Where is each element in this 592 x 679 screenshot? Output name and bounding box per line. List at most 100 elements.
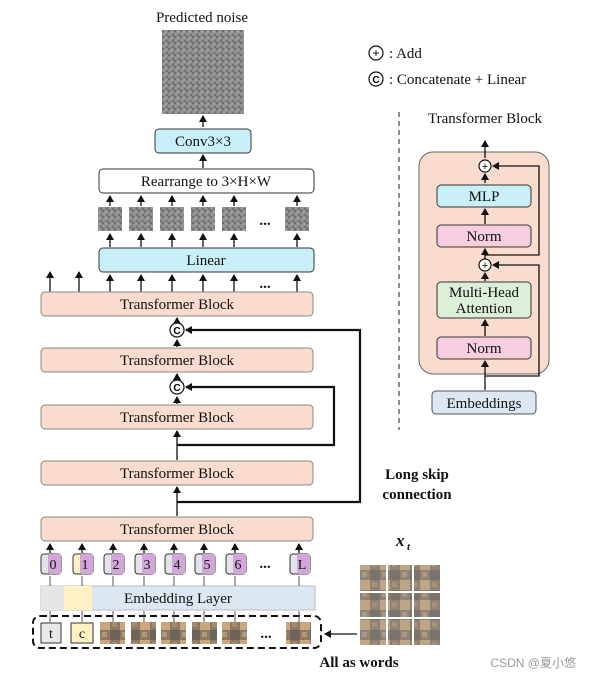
detail-norm-top-label: Norm <box>467 229 502 245</box>
patch-arrows <box>106 195 301 206</box>
output-patch <box>191 207 215 231</box>
noisy-image-xt <box>360 565 440 645</box>
output-patch <box>222 207 246 231</box>
concat-icon <box>368 71 384 87</box>
token-arrows <box>46 543 303 553</box>
linear-label: Linear <box>186 253 225 269</box>
svg-text:6: 6 <box>235 558 242 573</box>
detail-norm-bottom <box>436 336 532 360</box>
detail-title: Transformer Block <box>428 111 543 127</box>
svg-text:0: 0 <box>50 558 57 573</box>
input-words-box <box>32 615 322 649</box>
detail-mlp-label: MLP <box>469 189 500 205</box>
concat-icon-symbol: C <box>372 75 379 86</box>
detail-norm-top <box>436 224 532 248</box>
detail-embeddings <box>431 390 537 415</box>
skip-connection-inner <box>177 383 336 447</box>
embedding-connectors <box>49 576 300 586</box>
position-token-5: 5 <box>194 553 216 575</box>
input-connectors <box>49 611 300 622</box>
svg-text:3: 3 <box>144 558 151 573</box>
detail-norm-bottom-label: Norm <box>467 341 502 357</box>
position-token-2: 2 <box>103 553 125 575</box>
legend-concat-label: : Concatenate + Linear <box>389 72 526 88</box>
detail-attention <box>436 281 532 319</box>
position-token-3: 3 <box>134 553 156 575</box>
output-patch <box>160 207 184 231</box>
image-patch-token <box>286 622 311 644</box>
top-block-output-arrows <box>46 271 301 292</box>
detail-attention-line1: Multi-Head <box>449 285 519 301</box>
transformer-block-3 <box>40 404 314 430</box>
predicted-noise-image <box>162 30 244 114</box>
detail-add-node-top <box>478 159 492 173</box>
image-patch-token <box>131 622 156 644</box>
condition-token-label: c <box>79 627 85 642</box>
embedding-layer-label: Embedding Layer <box>124 591 232 607</box>
concat-node-1-symbol: C <box>173 326 180 337</box>
linear-block <box>98 247 315 273</box>
rearrange-block <box>98 168 315 194</box>
concat-node-2-symbol: C <box>173 383 180 394</box>
xt-subscript: t <box>407 541 411 553</box>
image-patch-token <box>222 622 247 644</box>
concat-node-2 <box>169 379 185 395</box>
position-token-L: L <box>289 553 311 575</box>
output-patch <box>98 207 122 231</box>
add-icon <box>368 45 384 61</box>
svg-text:2: 2 <box>113 558 120 573</box>
detail-attention-line2: Attention <box>456 301 513 317</box>
image-patch-token <box>192 622 217 644</box>
svg-text:L: L <box>298 558 307 573</box>
concat-node-1 <box>169 322 185 338</box>
legend-add-label: : Add <box>389 46 422 62</box>
transformer-block-1-label: Transformer Block <box>120 522 235 538</box>
position-token-6: 6 <box>225 553 247 575</box>
conv-block <box>154 128 252 154</box>
skip-connection-outer <box>177 326 362 504</box>
output-patch <box>285 207 309 231</box>
all-as-words-label: All as words <box>319 655 398 671</box>
transformer-block-4-label: Transformer Block <box>120 353 235 369</box>
input-tokens-ellipsis: ... <box>260 626 272 642</box>
position-token-1: 1 <box>72 553 94 575</box>
xt-label: x <box>395 531 405 550</box>
position-tokens-ellipsis: ... <box>259 556 271 572</box>
condition-token <box>70 622 94 644</box>
output-patch <box>129 207 153 231</box>
top-block-ellipsis: ... <box>259 276 271 292</box>
rearrange-label: Rearrange to 3×H×W <box>141 174 272 190</box>
watermark: CSDN @夏小悠 <box>490 655 576 670</box>
detail-mlp <box>436 184 532 208</box>
position-token-0: 0 <box>40 553 62 575</box>
add-icon-symbol: + <box>372 46 379 60</box>
svg-text:4: 4 <box>174 558 181 573</box>
embedding-layer-t-slot <box>41 586 64 610</box>
detail-embeddings-label: Embeddings <box>447 396 522 412</box>
transformer-block-5-label: Transformer Block <box>120 297 235 313</box>
position-tokens: 0 1 2 3 4 5 6 <box>40 553 311 575</box>
transformer-block-5 <box>40 291 314 317</box>
svg-text:5: 5 <box>204 558 211 573</box>
detail-residual-lower <box>485 261 540 377</box>
legend: + : Add C : Concatenate + Linear <box>368 45 526 88</box>
image-patch-token <box>161 622 186 644</box>
detail-add-node-middle <box>478 258 492 272</box>
transformer-block-4 <box>40 347 314 373</box>
time-token-label: t <box>49 627 53 642</box>
conv-label: Conv3×3 <box>175 134 231 150</box>
svg-text:+: + <box>482 161 488 173</box>
image-patch-token <box>100 622 125 644</box>
long-skip-label-line2: connection <box>382 487 452 503</box>
position-token-4: 4 <box>164 553 186 575</box>
detail-residual-upper <box>485 162 540 256</box>
svg-text:1: 1 <box>82 558 89 573</box>
embedding-layer-c-slot <box>64 586 92 610</box>
predicted-noise-label: Predicted noise <box>156 10 248 26</box>
svg-text:+: + <box>482 260 488 272</box>
patches-ellipsis: ... <box>259 213 271 229</box>
transformer-block-2 <box>40 460 314 486</box>
long-skip-label-line1: Long skip <box>385 467 449 483</box>
transformer-block-1 <box>40 516 314 542</box>
time-token <box>40 622 62 644</box>
